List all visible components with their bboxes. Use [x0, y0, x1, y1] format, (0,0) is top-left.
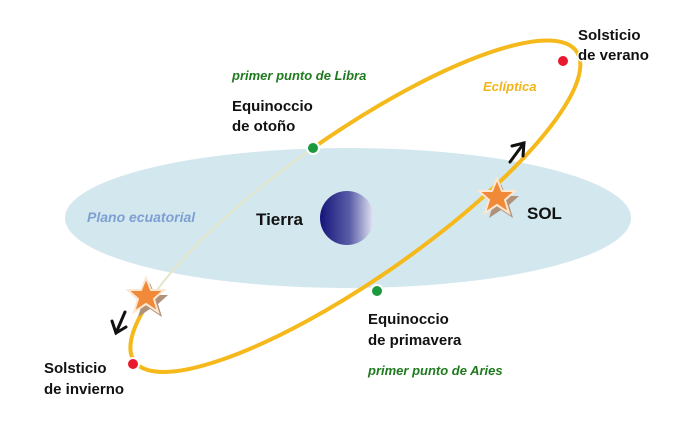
sun-label: SOL — [527, 204, 562, 223]
ecliptic-back-arc — [149, 147, 314, 301]
winter-solstice-label-2: de invierno — [44, 381, 124, 398]
winter-solstice-label-1: Solsticio — [44, 360, 107, 377]
autumn-equinox-label-2: de otoño — [232, 118, 295, 135]
spring-equinox-label-2: de primavera — [368, 332, 462, 349]
aries-point-label: primer punto de Aries — [367, 363, 503, 378]
summer-solstice-label-1: Solsticio — [578, 27, 641, 44]
ecliptic-label: Eclíptica — [483, 79, 536, 94]
spring-equinox-dot — [370, 284, 384, 298]
summer-solstice-dot — [556, 54, 570, 68]
summer-solstice-label-2: de verano — [578, 47, 649, 64]
earth — [320, 191, 374, 245]
spring-equinox-label-1: Equinoccio — [368, 311, 449, 328]
earth-label: Tierra — [256, 210, 303, 229]
winter-solstice-dot — [126, 357, 140, 371]
arrow-down-left-icon — [110, 310, 128, 336]
sun-star-winter-icon — [125, 275, 168, 317]
autumn-equinox-dot — [306, 141, 320, 155]
arrow-up-right-icon — [508, 141, 526, 164]
autumn-equinox-label-1: Equinoccio — [232, 98, 313, 115]
sun-star-icon — [476, 176, 519, 218]
libra-point-label: primer punto de Libra — [231, 68, 366, 83]
equatorial-plane-label: Plano ecuatorial — [87, 209, 196, 225]
